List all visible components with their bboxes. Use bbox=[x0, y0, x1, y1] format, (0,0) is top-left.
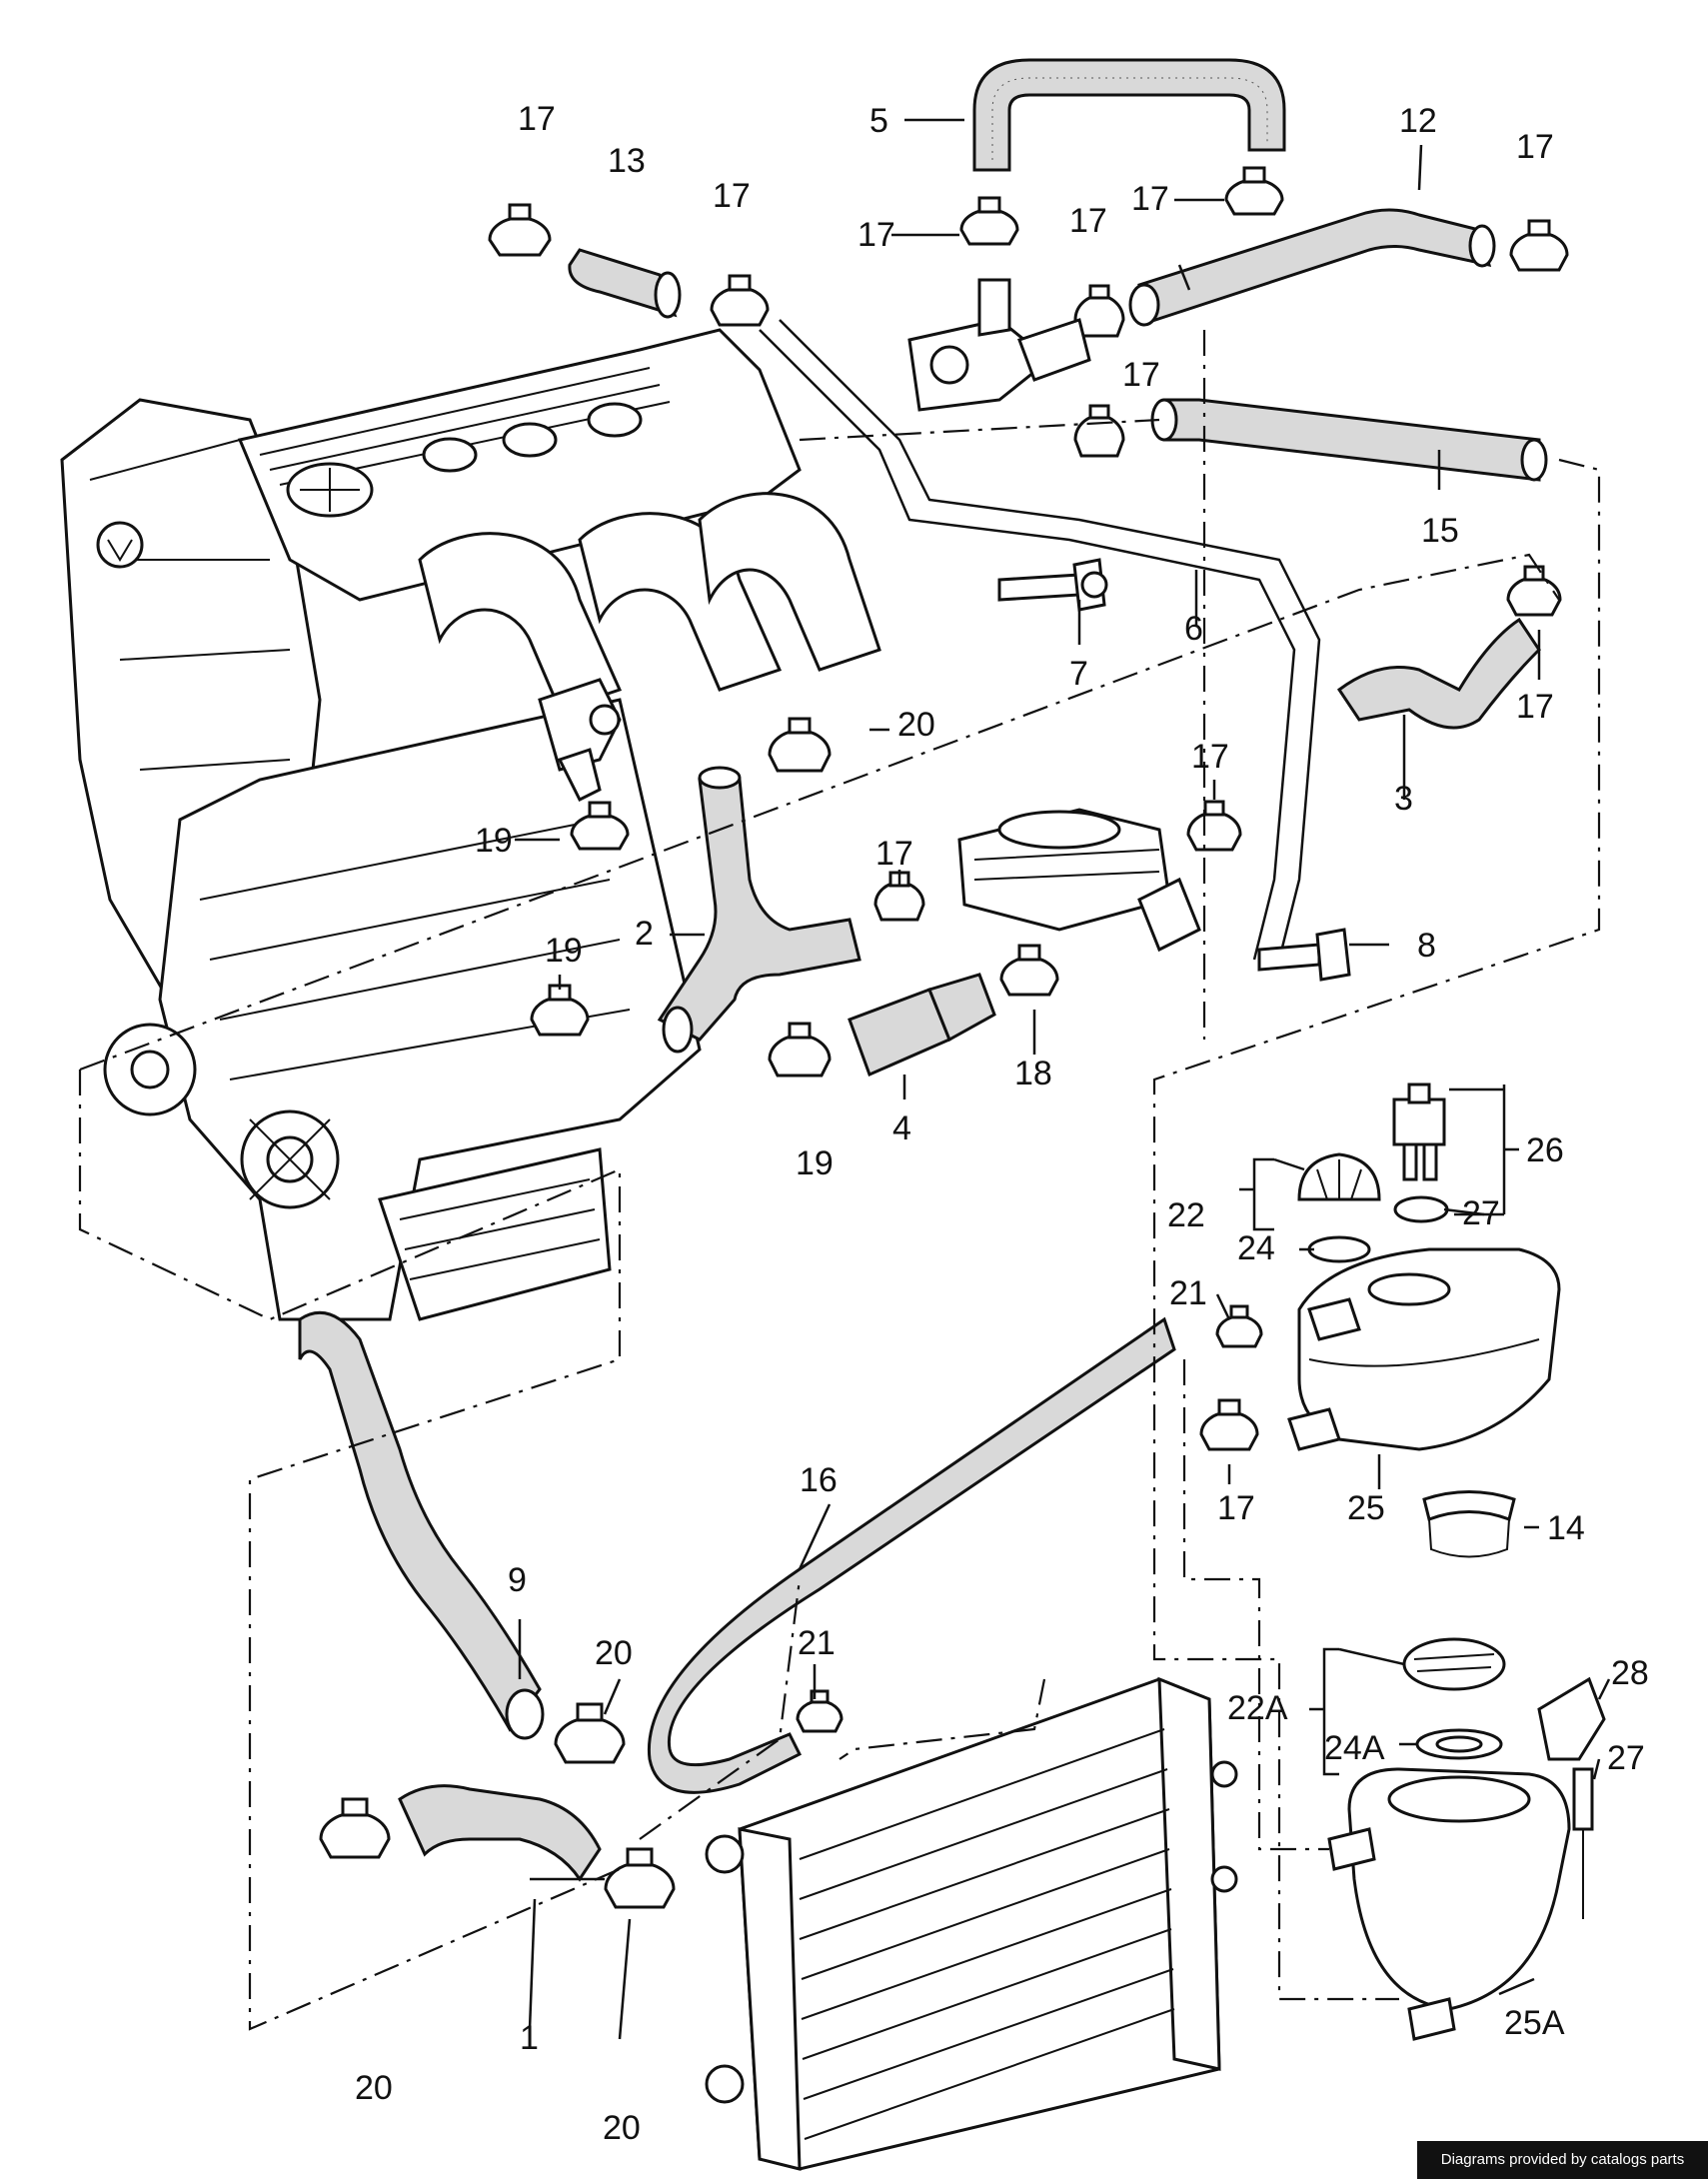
hose-13 bbox=[568, 248, 678, 318]
oil-cooler bbox=[957, 808, 1201, 953]
cap-22 bbox=[1297, 1152, 1381, 1263]
label-20b: 20 bbox=[595, 1634, 633, 1672]
label-20c: 20 bbox=[355, 2069, 393, 2107]
label-17a: 17 bbox=[518, 100, 556, 138]
label-12: 12 bbox=[1399, 102, 1437, 140]
label-21a: 21 bbox=[1169, 1274, 1207, 1312]
label-19c: 19 bbox=[796, 1144, 834, 1182]
label-20a: 20 bbox=[897, 706, 935, 744]
label-28: 28 bbox=[1611, 1654, 1649, 1692]
hose-12 bbox=[1137, 208, 1492, 324]
label-21b: 21 bbox=[798, 1624, 836, 1662]
label-17f: 17 bbox=[1516, 128, 1554, 166]
credit-banner: Diagrams provided by catalogs parts bbox=[1417, 2141, 1708, 2179]
label-25: 25 bbox=[1347, 1489, 1385, 1527]
hose-3 bbox=[1336, 617, 1541, 730]
label-2: 2 bbox=[635, 915, 654, 953]
label-24a: 24A bbox=[1324, 1729, 1385, 1767]
label-17g: 17 bbox=[1122, 356, 1160, 394]
label-17h: 17 bbox=[1516, 688, 1554, 726]
hose-16 bbox=[647, 1316, 1176, 1794]
label-9: 9 bbox=[508, 1561, 527, 1599]
label-6: 6 bbox=[1184, 610, 1203, 648]
hose-9 bbox=[298, 1310, 542, 1732]
label-17b: 17 bbox=[713, 177, 751, 215]
hose-1 bbox=[398, 1784, 602, 1882]
label-22: 22 bbox=[1167, 1196, 1205, 1234]
assembly-lines bbox=[78, 330, 1601, 2031]
leader-lines bbox=[515, 118, 1611, 2040]
hose-5 bbox=[972, 58, 1286, 172]
label-17k: 17 bbox=[1217, 1489, 1255, 1527]
label-1: 1 bbox=[520, 2019, 539, 2057]
pipe-6 bbox=[779, 319, 1321, 961]
hose-15 bbox=[1162, 398, 1541, 482]
label-16: 16 bbox=[800, 1461, 838, 1499]
label-13: 13 bbox=[608, 142, 646, 180]
bolt-7 bbox=[997, 558, 1108, 612]
label-27a: 27 bbox=[1462, 1194, 1500, 1232]
label-15: 15 bbox=[1421, 512, 1459, 550]
label-26: 26 bbox=[1526, 1131, 1564, 1169]
label-17i: 17 bbox=[1191, 738, 1229, 776]
label-22a: 22A bbox=[1227, 1689, 1288, 1727]
label-17c: 17 bbox=[857, 216, 895, 254]
label-3: 3 bbox=[1394, 780, 1413, 818]
label-18: 18 bbox=[1014, 1055, 1052, 1092]
label-25a: 25A bbox=[1504, 2004, 1565, 2042]
radiator bbox=[705, 1676, 1238, 2171]
label-14: 14 bbox=[1547, 1509, 1585, 1547]
sensor-26 bbox=[1392, 1083, 1449, 1223]
hose-2 bbox=[657, 778, 861, 1042]
hose-clamps bbox=[319, 166, 1569, 1909]
label-8: 8 bbox=[1417, 927, 1436, 965]
expansion-tank-25 bbox=[1287, 1247, 1561, 1451]
engine-block bbox=[60, 328, 881, 1321]
coolant-flange bbox=[907, 278, 1091, 412]
clip-14 bbox=[1422, 1490, 1516, 1558]
label-17j: 17 bbox=[875, 835, 913, 873]
bolt-8 bbox=[1257, 928, 1351, 982]
expansion-tank-25a bbox=[1327, 1637, 1606, 2041]
label-7: 7 bbox=[1069, 655, 1088, 693]
label-4: 4 bbox=[892, 1109, 911, 1147]
label-17e: 17 bbox=[1131, 180, 1169, 218]
part-labels: 1 2 3 4 5 6 7 8 9 12 13 14 15 16 17 17 1… bbox=[355, 100, 1649, 2147]
label-19a: 19 bbox=[475, 822, 513, 860]
label-27b: 27 bbox=[1607, 1739, 1645, 1777]
label-5: 5 bbox=[869, 102, 888, 140]
label-17d: 17 bbox=[1069, 202, 1107, 240]
label-24: 24 bbox=[1237, 1229, 1275, 1267]
label-19b: 19 bbox=[545, 932, 583, 970]
label-20d: 20 bbox=[603, 2109, 641, 2147]
